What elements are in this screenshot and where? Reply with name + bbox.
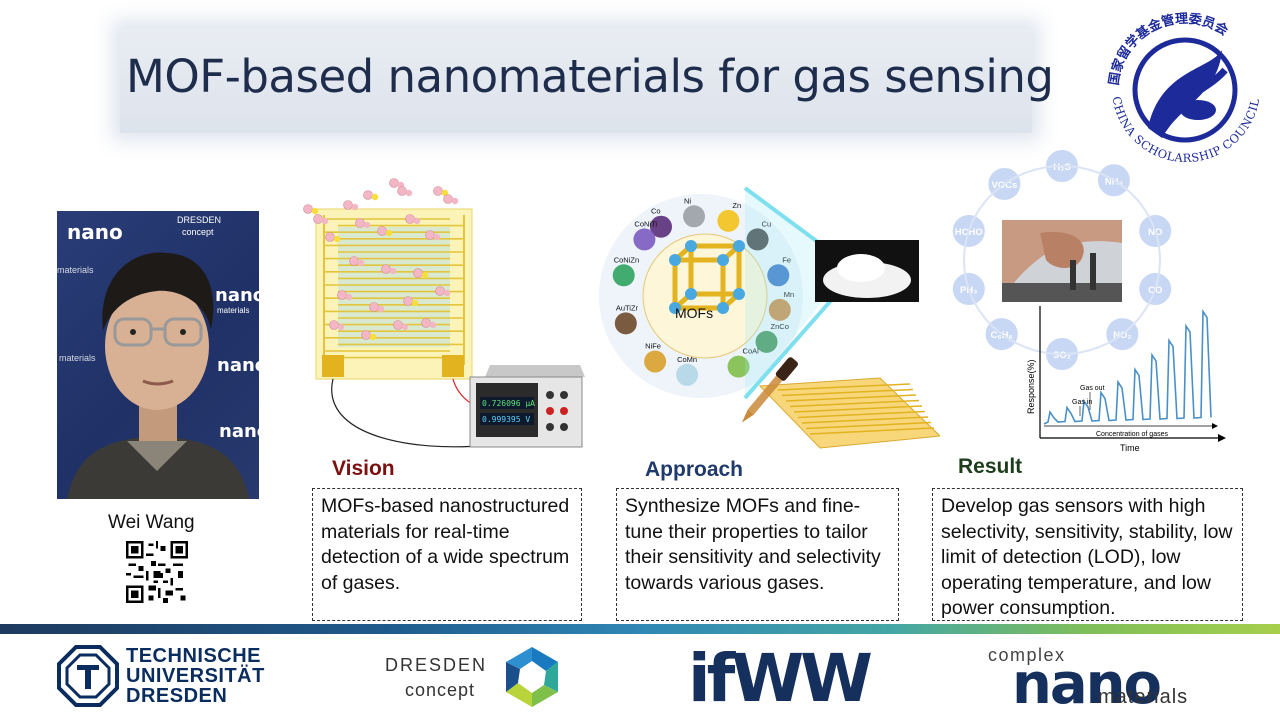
svg-text:nano: nano (67, 220, 123, 244)
result-text: Develop gas sensors with high selectivit… (941, 495, 1233, 619)
svg-text:materials: materials (59, 353, 96, 363)
ifww-logo: ifWW (688, 640, 873, 717)
metal-label: CoNiTi (634, 219, 657, 228)
metal-label: Fe (782, 255, 791, 264)
complex-nano-word-nano: nano (1012, 652, 1162, 717)
portrait-photo: nano DRESDEN concept materials nano mate… (57, 211, 259, 499)
approach-textbox: Synthesize MOFs and fine-tune their prop… (616, 488, 899, 621)
svg-text:nano: nano (215, 285, 259, 306)
chart-gas-out: Gas out (1080, 385, 1105, 392)
svg-text:nano: nano (217, 355, 259, 376)
metal-label: Zn (732, 201, 741, 210)
tud-emblem-icon (57, 645, 119, 707)
gas-label: NO₂ (1113, 330, 1131, 341)
csc-logo: 国家留学基金管理委员会 CHINA SCHOLARSHIP COUNCIL (1107, 11, 1262, 165)
svg-text:materials: materials (57, 265, 94, 275)
dresden-concept-word1: DRESDEN (385, 655, 488, 675)
chart-xlabel: Concentration of gases (1096, 431, 1168, 438)
svg-text:nano: nano (219, 421, 259, 442)
meter-current: 0.726096 µA (482, 399, 535, 408)
mof-center-label: MOFs (675, 305, 713, 321)
metal-label: ZnCo (771, 322, 789, 331)
vision-label: Vision (332, 457, 395, 480)
approach-label: Approach (645, 458, 744, 481)
vision-text: MOFs-based nanostructured materials for … (321, 495, 570, 594)
tud-wordmark: TECHNISCHE UNIVERSITÄT DRESDEN (126, 645, 265, 707)
metal-label: NiFe (645, 342, 661, 351)
approach-text: Synthesize MOFs and fine-tune their prop… (625, 495, 881, 594)
metal-label: CoNiZn (614, 255, 639, 264)
complex-nano-word-complex: complex (988, 645, 1066, 665)
person-name: Wei Wang (108, 512, 195, 533)
metal-label: Co (651, 207, 661, 216)
dresden-concept-aperture-icon (506, 647, 558, 707)
metal-label: CoAl (743, 347, 760, 356)
svg-text:DRESDEN: DRESDEN (177, 215, 221, 225)
qr-code[interactable] (126, 541, 188, 603)
footer-gradient-band (0, 624, 1280, 634)
approach-mof-figure: MOFs CoNiZnCuFeMnZnCoCoAlCoMnNiFeAuTiZrC… (599, 186, 940, 449)
chart-time-label: Time (1120, 443, 1140, 453)
metal-label: Mn (784, 290, 794, 299)
result-label: Result (958, 455, 1023, 478)
gas-label: H₂S (1053, 162, 1070, 173)
svg-text:concept: concept (182, 227, 214, 237)
gas-label: C₆H₆ (990, 330, 1012, 341)
result-textbox: Develop gas sensors with high selectivit… (932, 488, 1243, 621)
title-banner (120, 28, 1032, 133)
vision-textbox: MOFs-based nanostructured materials for … (312, 488, 582, 621)
vision-sensor-figure: 0.726096 µA 0.999395 V (303, 178, 585, 448)
svg-text:materials: materials (217, 306, 249, 315)
gas-label: VOCs (991, 180, 1017, 191)
metal-label: Cu (762, 219, 772, 228)
metal-label: AuTiZr (616, 303, 639, 312)
dresden-concept-word2: concept (405, 680, 476, 700)
gas-label: NH₃ (1105, 176, 1123, 187)
metal-label: CoMn (677, 355, 697, 364)
complex-nano-word-materials: materials (1098, 686, 1189, 708)
meter-voltage: 0.999395 V (482, 415, 530, 424)
metal-label: Ni (684, 196, 691, 205)
page-title: MOF-based nanomaterials for gas sensing (126, 50, 1054, 103)
gas-label: SO₂ (1053, 350, 1071, 361)
chart-ylabel: Response(%) (1026, 359, 1036, 414)
chart-gas-in: Gas in (1072, 399, 1092, 406)
